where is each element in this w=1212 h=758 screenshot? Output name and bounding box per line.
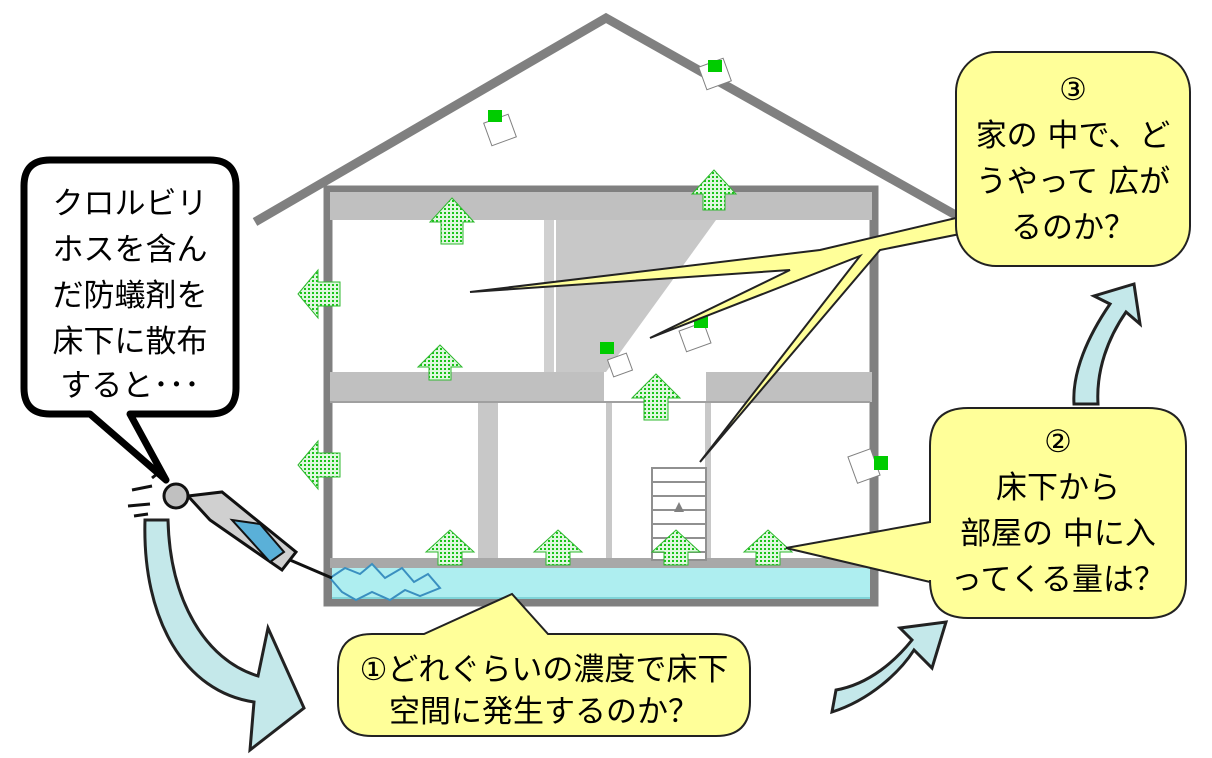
q3-line-3: うやって 広が	[976, 164, 1170, 200]
chemical-arrow-icon	[428, 197, 476, 245]
q3-line-2: 家の 中で、ど	[976, 118, 1171, 154]
pesticide-splash	[328, 562, 442, 602]
pesticide-line-1: クロルビリ	[53, 186, 208, 222]
stair-light	[606, 220, 760, 372]
lower-column-3	[705, 402, 711, 560]
syringe-liquid	[229, 518, 286, 564]
upper-partition	[544, 220, 554, 372]
lower-column-2	[606, 402, 612, 560]
ground-floor-slab	[330, 558, 872, 568]
q3-line-4: るのか？	[1011, 210, 1135, 246]
house-outer-wall	[323, 185, 879, 607]
roof-line	[252, 12, 971, 226]
flow-arrows	[143, 282, 1143, 754]
q1-line-1: ①どれぐらいの濃度で床下	[360, 652, 729, 688]
chemical-arrows	[297, 57, 888, 566]
flow-arrow-up	[1072, 282, 1143, 406]
q2-line-3: 部屋の 中に入	[960, 516, 1156, 552]
q3-pointers	[469, 208, 1002, 463]
q2-line-1: ②	[1044, 424, 1072, 460]
house	[252, 12, 971, 607]
syringe-needle	[289, 558, 333, 580]
syringe-sprayer	[127, 468, 442, 602]
chemical-arrow-icon	[690, 169, 738, 211]
pesticide-line-4: 床下に散布	[53, 324, 208, 360]
callout-q1: ①どれぐらいの濃度で床下 空間に発生するのか？	[337, 592, 751, 737]
q2-line-2: 床下から	[996, 470, 1120, 506]
chemical-arrow-icon	[297, 439, 341, 491]
callout-q2: ② 床下から 部屋の 中に入 ってくる量は？	[785, 407, 1187, 619]
attic-beam	[330, 192, 872, 220]
chemical-arrow-icon	[297, 268, 341, 320]
pesticide-line-3: だ防蟻剤を	[53, 278, 208, 314]
spray-lines	[127, 468, 163, 518]
dispersal-markers	[483, 57, 881, 484]
pesticide-line-5: すると･･･	[60, 368, 200, 404]
pesticide-line-2: ホスを含ん	[53, 232, 208, 268]
callout-q3: ③ 家の 中で、ど うやって 広が るのか？	[955, 51, 1191, 267]
chemical-arrow-icon	[630, 373, 682, 421]
q3-line-1: ③	[1059, 72, 1087, 108]
chemical-arrow-icon	[532, 529, 584, 566]
chemical-arrow-icon	[650, 529, 702, 566]
q2-line-4: ってくる量は？	[951, 562, 1165, 598]
q1-line-2: 空間に発生するのか？	[389, 694, 699, 730]
flow-arrow-up-right	[830, 620, 949, 715]
syringe-plunger	[162, 482, 190, 510]
lower-column-1	[478, 402, 498, 560]
chemical-arrow-icon	[416, 344, 464, 381]
callout-pesticide: クロルビリ ホスを含ん だ防蟻剤を 床下に散布 すると･･･	[20, 156, 240, 484]
flow-arrow-down-right	[143, 518, 306, 754]
middle-floor	[330, 372, 872, 402]
chemical-arrow-icon	[742, 529, 794, 566]
chemical-arrow-icon	[424, 529, 476, 566]
